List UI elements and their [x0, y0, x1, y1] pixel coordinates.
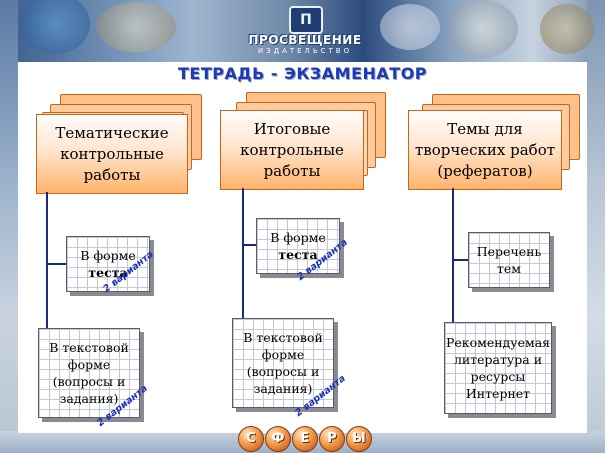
- sphere-letter: Ф: [265, 426, 291, 452]
- sphere-letter: Ы: [346, 426, 372, 452]
- page-title: ТЕТРАДЬ - ЭКЗАМЕНАТОР: [177, 64, 428, 83]
- header-line: Итоговые: [253, 119, 331, 138]
- banner-compass-decoration: [540, 4, 594, 54]
- frame-right: [587, 0, 605, 453]
- frame-left: [0, 0, 18, 453]
- box-line: Перечень: [476, 244, 542, 259]
- header-creative-works: Темы для творческих работ (рефератов): [408, 110, 562, 190]
- publisher-logo: П ПРОСВЕЩЕНИЕ ИЗДАТЕЛЬСТВО: [246, 5, 364, 55]
- box-line: форме: [67, 357, 111, 372]
- header-line: Темы для: [447, 119, 523, 138]
- banner-ship-decoration: [446, 0, 518, 58]
- header-line: контрольные: [60, 144, 164, 163]
- header-line: работы: [263, 161, 321, 180]
- sphere-letter: Е: [292, 426, 318, 452]
- box-line: теста: [278, 247, 318, 262]
- header-line: творческих работ: [414, 140, 556, 159]
- box-line: В форме: [270, 230, 326, 245]
- box-recommended-literature: Рекомендуемая литература и ресурсы Интер…: [444, 322, 552, 414]
- header-final-tests: Итоговые контрольные работы: [220, 110, 364, 190]
- box-line: задания): [253, 381, 313, 396]
- connector-line: [452, 259, 468, 261]
- header-thematic-tests: Тематические контрольные работы: [36, 114, 188, 194]
- banner-bear-decoration: [380, 4, 440, 50]
- box-line: В текстовой: [49, 340, 129, 355]
- box-line: (вопросы и: [246, 364, 320, 379]
- box-line: тем: [496, 261, 522, 276]
- box-text-form: В текстовой форме (вопросы и задания): [232, 318, 334, 408]
- banner-city-decoration: [96, 2, 176, 52]
- spheres-logo: С Ф Е Р Ы: [236, 426, 376, 452]
- box-line: В форме: [80, 248, 136, 263]
- box-line: Рекомендуемая: [445, 335, 551, 350]
- box-line: форме: [261, 347, 305, 362]
- box-line: Интернет: [465, 386, 531, 401]
- connector-line: [46, 263, 66, 265]
- publisher-logo-icon: П: [289, 6, 323, 34]
- box-line: теста: [88, 265, 128, 280]
- box-topic-list: Перечень тем: [468, 232, 550, 288]
- sphere-letter: С: [238, 426, 264, 452]
- header-line: (рефератов): [437, 161, 533, 180]
- sphere-letter: Р: [319, 426, 345, 452]
- box-line: задания): [59, 391, 119, 406]
- header-line: контрольные: [240, 140, 344, 159]
- banner-globe-decoration: [20, 0, 90, 54]
- header-line: Тематические: [55, 123, 169, 142]
- box-line: (вопросы и: [52, 374, 126, 389]
- box-line: литература и: [453, 352, 543, 367]
- connector-line: [242, 244, 256, 246]
- box-line: ресурсы: [470, 369, 526, 384]
- connector-line: [242, 188, 244, 324]
- box-test-form: В форме теста: [66, 236, 150, 292]
- connector-line: [46, 192, 48, 330]
- box-text-form: В текстовой форме (вопросы и задания): [38, 328, 140, 418]
- publisher-subtitle: ИЗДАТЕЛЬСТВО: [257, 47, 353, 55]
- box-line: В текстовой: [243, 330, 323, 345]
- publisher-name: ПРОСВЕЩЕНИЕ: [248, 33, 362, 47]
- connector-line: [452, 188, 454, 338]
- header-line: работы: [83, 165, 141, 184]
- box-test-form: В форме теста: [256, 218, 340, 274]
